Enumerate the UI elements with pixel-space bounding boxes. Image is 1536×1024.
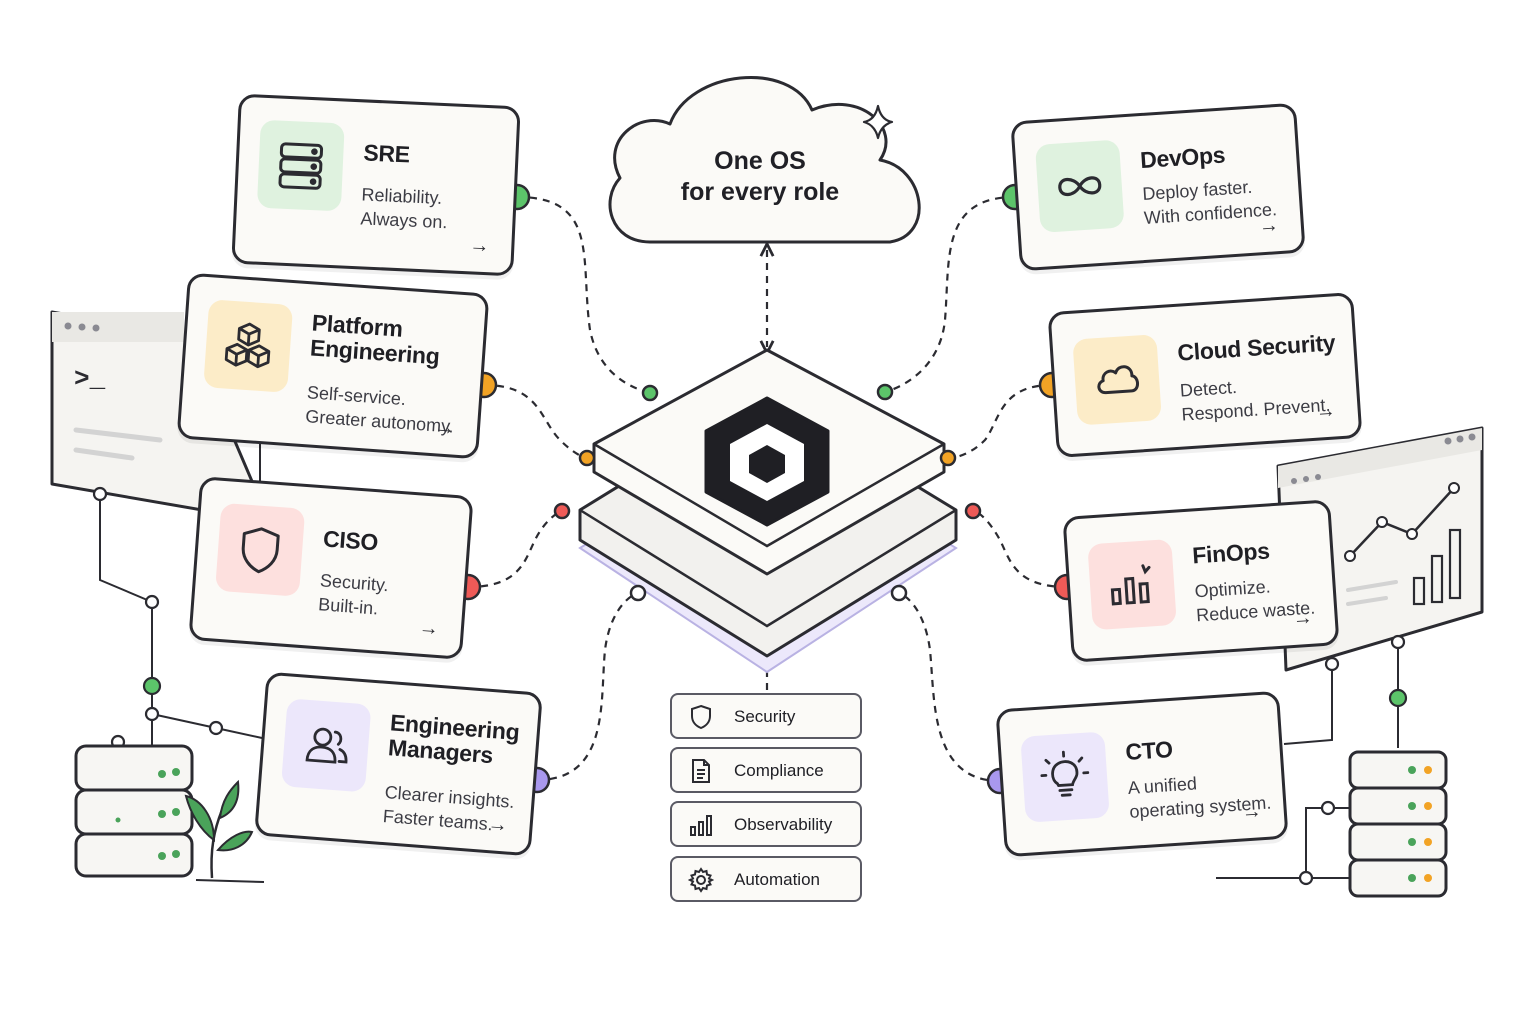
role-card-engineering-managers[interactable]: Engineering Managers Clearer insights. F… <box>254 671 543 857</box>
capability-label: Observability <box>734 815 833 834</box>
role-title: Platform Engineering <box>309 309 441 370</box>
infinity-icon <box>1034 139 1125 233</box>
role-card-cloud-security[interactable]: Cloud Security Detect. Respond. Prevent.… <box>1047 292 1363 458</box>
server-stack-icon <box>256 119 345 212</box>
role-title: CISO <box>322 525 379 556</box>
arrow-right-icon[interactable]: → <box>486 813 509 837</box>
role-card-ciso[interactable]: CISO Security. Built-in. → <box>188 476 474 660</box>
arrow-right-icon[interactable]: → <box>468 234 490 258</box>
capability-compliance[interactable]: Compliance <box>670 747 862 793</box>
arrow-right-icon[interactable]: → <box>434 416 456 440</box>
document-icon <box>692 759 710 783</box>
role-title: Cloud Security <box>1176 329 1337 366</box>
role-card-sre[interactable]: SRE Reliability. Always on. → <box>231 93 521 277</box>
cubes-icon <box>203 299 294 393</box>
center-title: One OS for every role <box>680 147 840 206</box>
arrow-right-icon[interactable]: → <box>1258 214 1280 238</box>
arrow-right-icon[interactable]: → <box>418 616 440 641</box>
capability-automation[interactable]: Automation <box>670 856 862 902</box>
hexagon-logo-icon <box>704 396 830 527</box>
sparkle-icon <box>862 104 894 140</box>
cloud-icon <box>1072 334 1162 426</box>
terminal-prompt: >_ <box>74 364 106 394</box>
arrow-right-icon[interactable]: → <box>1291 606 1314 630</box>
role-card-cto[interactable]: CTO A unified operating system. → <box>995 690 1289 858</box>
server-rack-icon <box>1216 634 1448 898</box>
capability-observability[interactable]: Observability <box>670 801 862 847</box>
bar-chart-icon <box>1087 538 1177 631</box>
role-description: Self-service. Greater autonomy. <box>304 382 455 437</box>
role-card-platform-engineering[interactable]: Platform Engineering Self-service. Great… <box>176 272 490 460</box>
role-card-finops[interactable]: FinOps Optimize. Reduce waste. → <box>1062 499 1340 663</box>
shield-icon <box>215 502 306 597</box>
capability-label: Security <box>734 707 796 726</box>
lightbulb-icon <box>1020 731 1110 823</box>
role-description: Reliability. Always on. <box>360 184 448 233</box>
role-description: Detect. Respond. Prevent. <box>1179 376 1332 425</box>
role-title: SRE <box>362 139 411 168</box>
arrow-right-icon[interactable]: → <box>1314 399 1337 423</box>
capability-label: Compliance <box>734 761 824 780</box>
role-description: Security. Built-in. <box>317 570 390 619</box>
capability-security[interactable]: Security <box>670 693 862 739</box>
role-title: CTO <box>1124 735 1174 766</box>
cloud-shape <box>608 76 921 244</box>
shield-small-icon <box>691 704 711 730</box>
signal-bars-icon <box>690 815 712 836</box>
server-rack-icon <box>74 486 263 878</box>
arrow-right-icon[interactable]: → <box>1241 800 1263 824</box>
role-description: Deploy faster. With confidence. <box>1141 176 1278 228</box>
connector-lines <box>467 195 1068 783</box>
role-title: DevOps <box>1139 141 1226 174</box>
capability-label: Automation <box>734 870 820 889</box>
plant-icon <box>184 779 265 883</box>
users-icon <box>280 698 372 793</box>
role-title: FinOps <box>1191 537 1271 569</box>
role-title: Engineering Managers <box>387 709 521 769</box>
role-card-devops[interactable]: DevOps Deploy faster. With confidence. → <box>1010 102 1306 272</box>
gear-icon <box>688 867 714 893</box>
